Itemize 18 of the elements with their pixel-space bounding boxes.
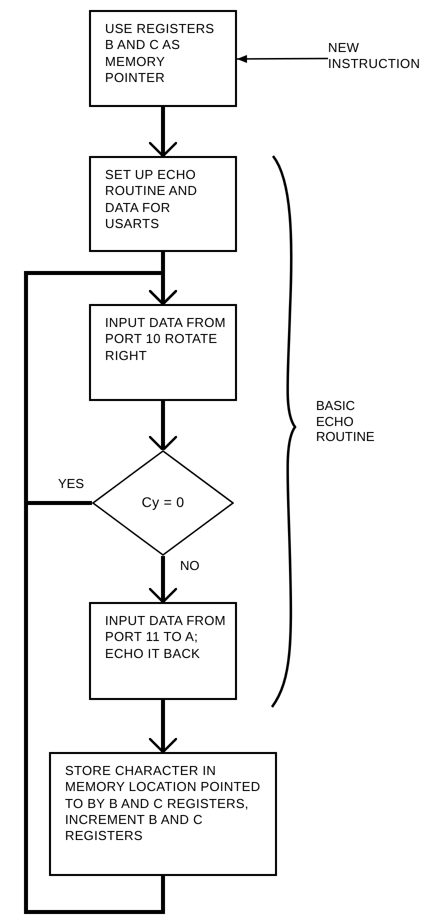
process-box xyxy=(89,10,237,107)
arrow xyxy=(237,54,328,63)
arrow xyxy=(148,556,178,604)
process-box xyxy=(89,156,237,252)
box-text: INPUT DATA FROM PORT 11 TO A; ECHO IT BACK xyxy=(105,613,227,662)
box-text: STORE CHARACTER IN MEMORY LOCATION POINTED TO BY B AND C REGISTERS, INCREMENT B AND C REGISTERS xyxy=(65,763,262,844)
arrow xyxy=(24,271,178,914)
decision-text: Cy = 0 xyxy=(142,494,184,512)
arrow xyxy=(148,107,178,158)
process-box xyxy=(89,304,237,401)
box-text: INPUT DATA FROM PORT 10 ROTATE RIGHT xyxy=(105,315,227,364)
annotation-text: NEW INSTRUCTION xyxy=(328,40,438,72)
arrow xyxy=(148,700,178,754)
box-text: USE REGISTERS B AND C AS MEMORY POINTER xyxy=(105,21,216,86)
box-text: SET UP ECHO ROUTINE AND DATA FOR USARTS xyxy=(105,167,198,232)
process-box xyxy=(49,752,277,876)
process-box xyxy=(89,602,237,700)
arrow xyxy=(148,401,178,452)
